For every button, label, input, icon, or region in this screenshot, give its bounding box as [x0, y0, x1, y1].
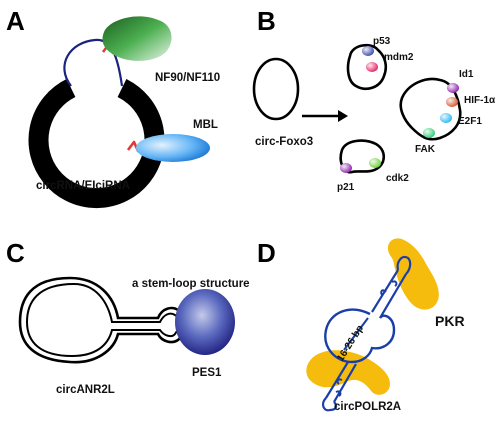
hif1a-ball [446, 97, 458, 107]
id1-ball [447, 83, 459, 93]
pes1-protein-ball [175, 289, 235, 355]
pkr-label: PKR [435, 313, 465, 329]
pkr-protein-top [387, 238, 439, 310]
p53-label: p53 [373, 36, 391, 47]
circ-foxo3-label: circ-Foxo3 [255, 136, 313, 148]
p53-ball [362, 46, 374, 56]
pkr-protein-bottom [306, 350, 390, 395]
circ-foxo3-ring [252, 57, 300, 121]
mbl-label: MBL [193, 119, 218, 131]
circpolr2a-structure [321, 255, 412, 412]
panel-c: C a stem-loop structure PES1 circANR2L [6, 238, 250, 396]
panel-b: B circ-Foxo3 p53 mdm2 [252, 6, 496, 193]
panel-b-letter: B [257, 6, 276, 36]
e2f1-ball [440, 113, 452, 123]
panel-a-caption: circRNA/EIciRNA [36, 180, 130, 192]
circ-complex-p53 [346, 43, 388, 90]
panel-d: D 16-26 bp PKR circPOLR2A [257, 238, 465, 413]
panel-a: A NF90/NF110 MBL circRNA/EIciRNA [6, 6, 220, 209]
panel-c-caption: circANR2L [56, 384, 115, 396]
stem-loop-label: a stem-loop structure [132, 278, 250, 290]
panel-a-letter: A [6, 6, 25, 36]
panel-d-caption: circPOLR2A [334, 401, 401, 413]
p21-ball [340, 163, 352, 173]
panel-c-letter: C [6, 238, 25, 268]
circanr2l-stem-loop [18, 276, 186, 364]
pes1-label: PES1 [192, 367, 222, 379]
panel-d-letter: D [257, 238, 276, 268]
cdk2-ball [369, 158, 381, 168]
arrow [302, 110, 348, 122]
e2f1-label: E2F1 [458, 116, 482, 127]
hif1a-label: HIF-1α [464, 95, 496, 106]
p21-label: p21 [337, 182, 355, 193]
circrna-ring [28, 38, 165, 209]
mbl-protein-ellipse [136, 134, 210, 162]
mdm2-ball [366, 62, 378, 72]
mdm2-label: mdm2 [384, 52, 414, 63]
fak-label: FAK [415, 144, 436, 155]
nf90-label: NF90/NF110 [155, 72, 220, 84]
fak-ball [423, 128, 435, 138]
nf90-protein-blob [102, 16, 172, 61]
cdk2-label: cdk2 [386, 173, 409, 184]
circ-complex-fak [399, 77, 462, 141]
id1-label: Id1 [459, 69, 474, 80]
